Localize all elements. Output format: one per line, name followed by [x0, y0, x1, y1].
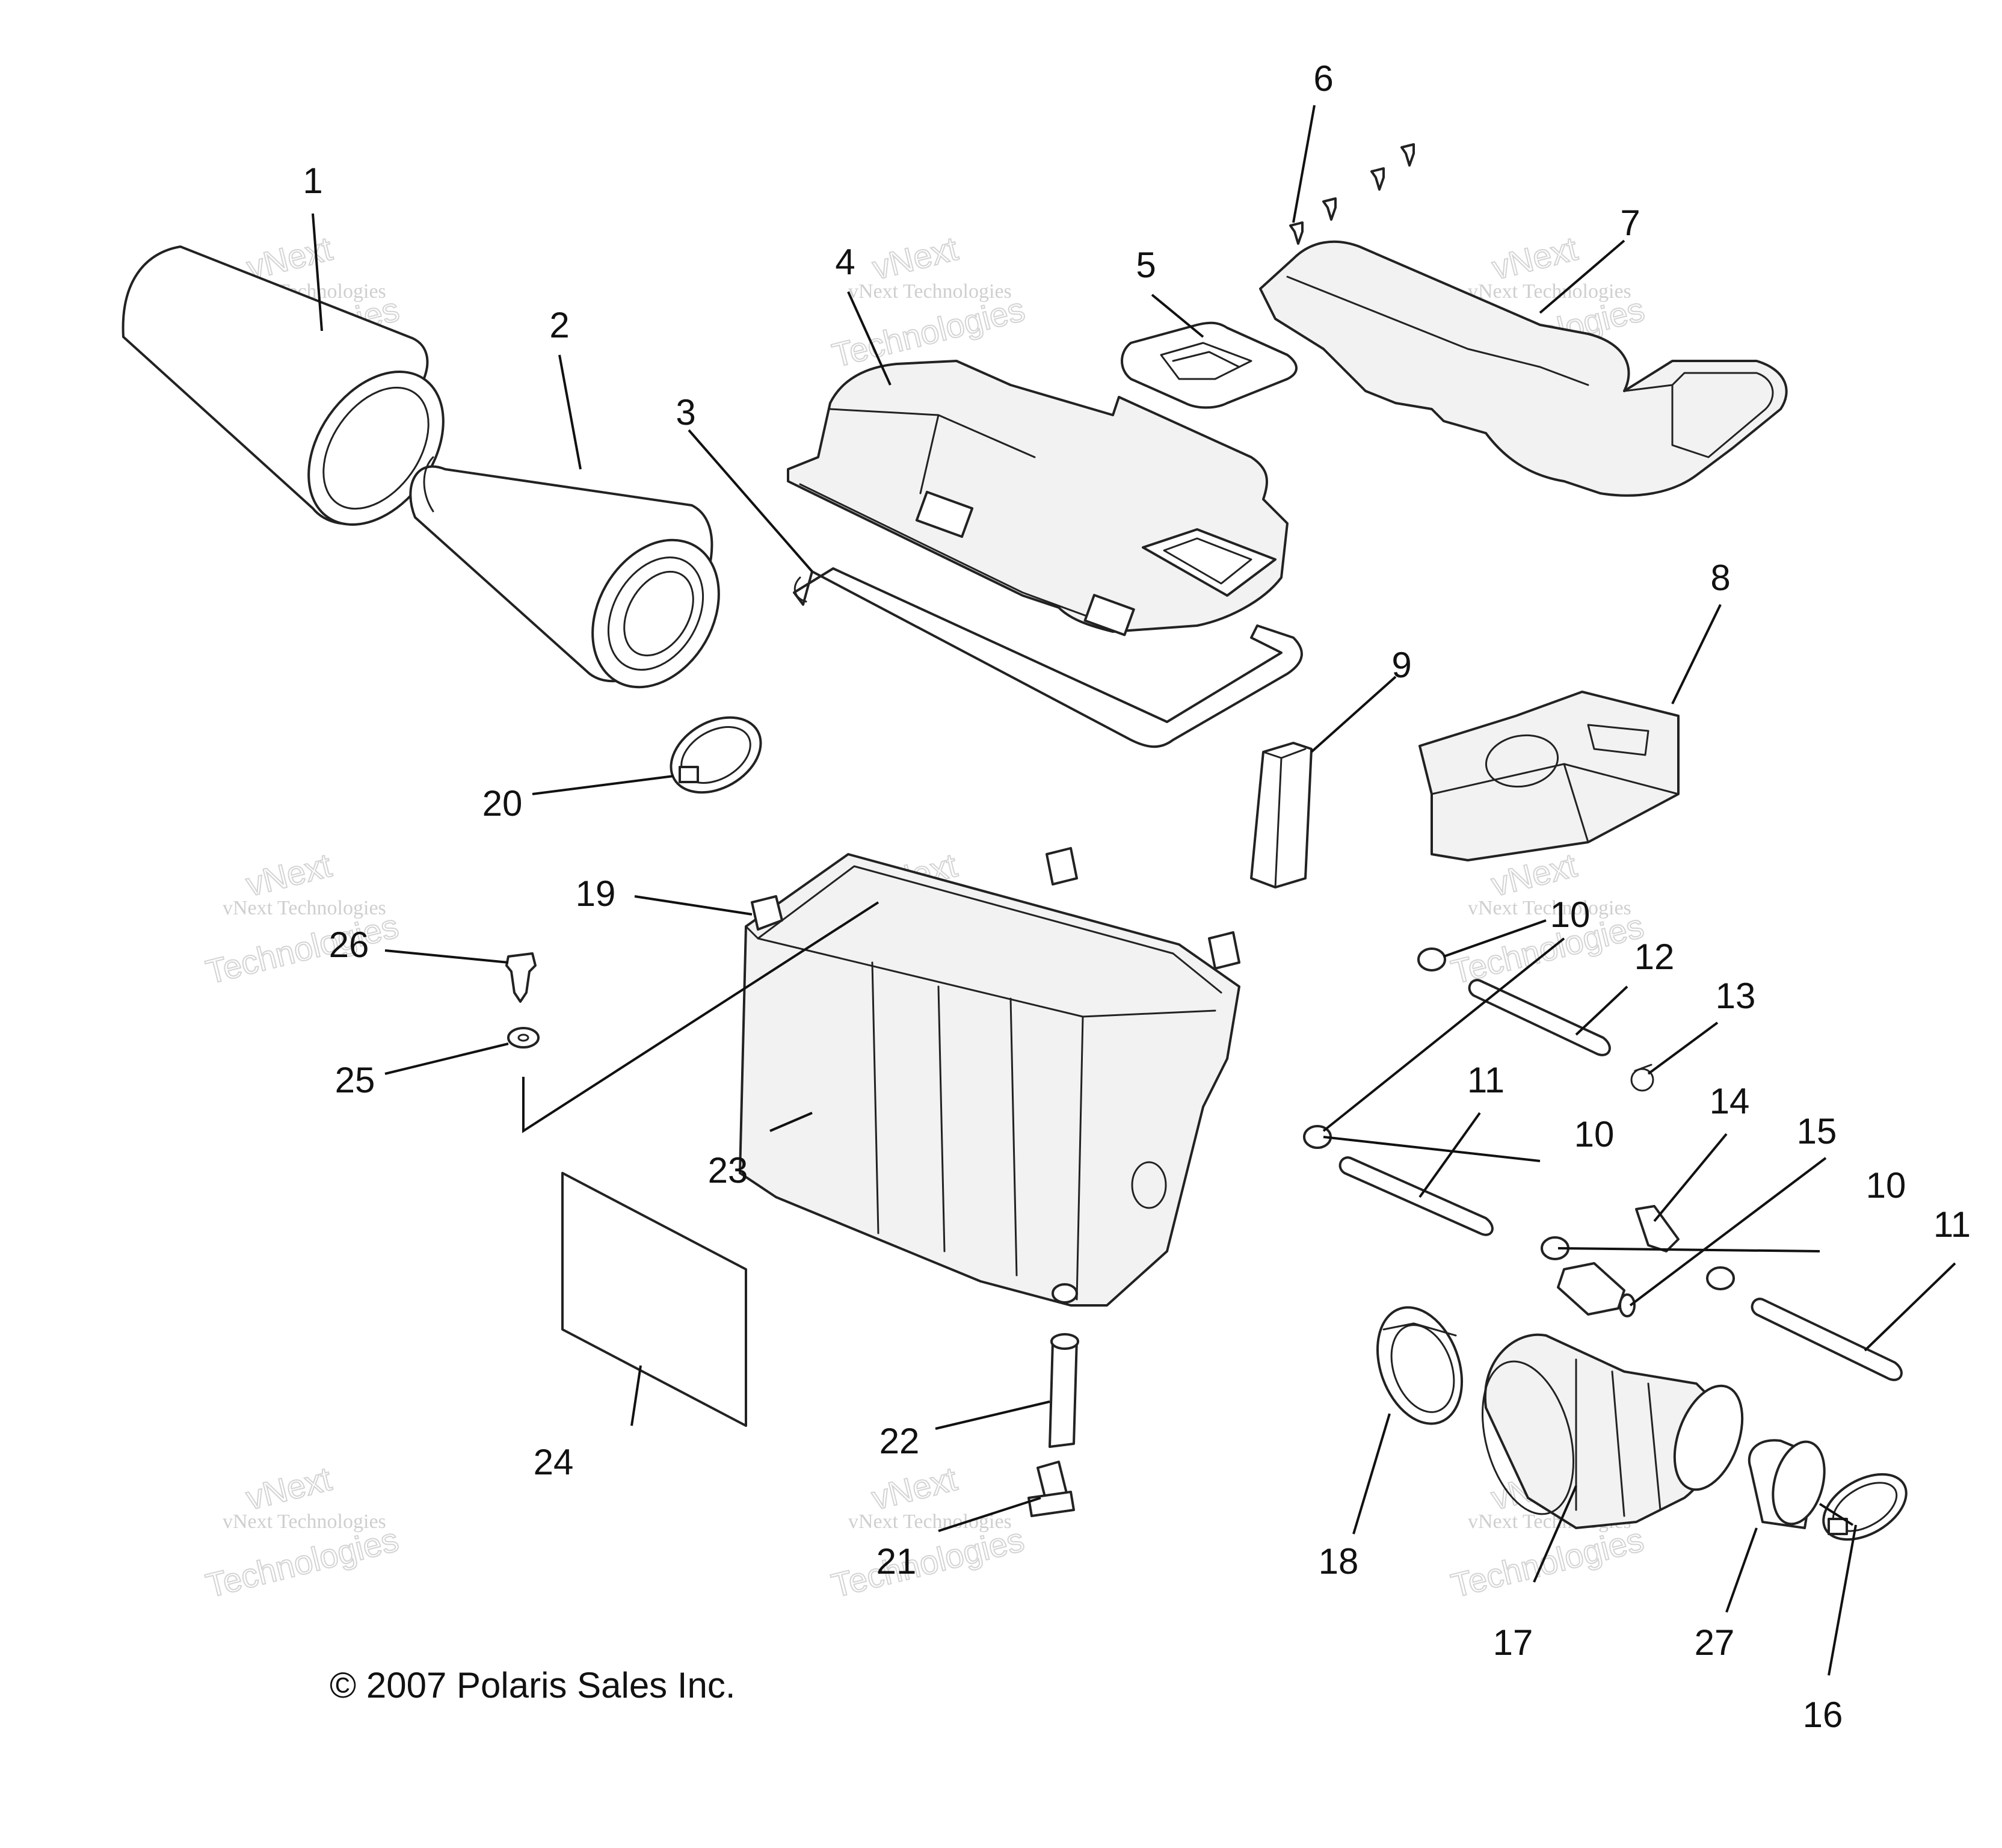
part-20-clamp	[670, 716, 762, 794]
svg-text:Technologies: Technologies	[202, 1520, 402, 1604]
callout-1: 1	[303, 161, 322, 201]
callout-23: 23	[708, 1150, 748, 1190]
watermark-mid-left: Technologies vNext vNext Technologies	[202, 845, 402, 991]
callout-16: 16	[1803, 1695, 1843, 1735]
svg-text:vNext: vNext	[242, 1459, 336, 1517]
svg-text:Technologies: Technologies	[1447, 907, 1647, 991]
svg-text:Technologies: Technologies	[828, 1520, 1027, 1604]
svg-text:vNext: vNext	[242, 846, 336, 904]
part-16-clamp	[1822, 1473, 1908, 1541]
callout-2: 2	[549, 305, 569, 345]
callout-6: 6	[1313, 58, 1333, 99]
svg-text:vNext Technologies: vNext Technologies	[223, 897, 386, 919]
callout-18: 18	[1319, 1541, 1359, 1582]
callout-20: 20	[482, 783, 523, 824]
callout-17: 17	[1493, 1622, 1533, 1663]
part-15-valve	[1557, 1262, 1636, 1317]
part-13-clip	[1630, 1064, 1654, 1092]
callout-10c: 10	[1866, 1165, 1906, 1206]
svg-text:vNext Technologies: vNext Technologies	[1468, 897, 1631, 919]
callout-numbers: 1 2 3 4 5 6 7 8 9 10 10 10 11 11 12 13 1…	[303, 58, 1971, 1735]
part-7-intake-duct	[1259, 240, 1788, 497]
callout-7: 7	[1620, 203, 1640, 243]
callout-12: 12	[1634, 937, 1675, 977]
callout-27: 27	[1695, 1622, 1735, 1663]
part-6-screws	[1289, 143, 1415, 245]
callout-19: 19	[576, 873, 616, 914]
part-5-top-plate	[1121, 321, 1298, 409]
callout-22: 22	[879, 1421, 920, 1461]
svg-text:vNext Technologies: vNext Technologies	[223, 1511, 386, 1533]
callout-26: 26	[329, 925, 369, 965]
part-11-hoses	[1338, 1156, 1903, 1381]
part-18-ring	[1376, 1306, 1464, 1425]
callout-10a: 10	[1550, 895, 1591, 935]
watermark-bottom-center: Technologies vNext vNext Technologies	[827, 1459, 1028, 1605]
svg-text:vNext Technologies: vNext Technologies	[1468, 280, 1631, 303]
part-25-washer	[507, 1027, 540, 1049]
part-26-rivet	[505, 952, 537, 1003]
callout-3: 3	[676, 392, 695, 433]
part-10-clamps	[1303, 947, 1735, 1290]
svg-text:Technologies: Technologies	[1447, 1520, 1647, 1604]
part-3-gasket	[793, 567, 1303, 748]
watermark-top-center: Technologies vNext vNext Technologies	[828, 229, 1029, 375]
part-14-bracket	[1635, 1205, 1680, 1252]
part-27-plug	[1748, 1439, 1826, 1529]
callout-13: 13	[1716, 976, 1756, 1016]
svg-text:vNext Technologies: vNext Technologies	[848, 1511, 1012, 1533]
callout-11a: 11	[1467, 1060, 1505, 1100]
part-23-airbox-base	[739, 847, 1240, 1307]
copyright-text: © 2007 Polaris Sales Inc.	[330, 1665, 736, 1705]
part-4-airbox-cover	[787, 360, 1289, 636]
callout-10b: 10	[1574, 1114, 1615, 1154]
part-21-drain-fitting	[1027, 1461, 1075, 1517]
callout-14: 14	[1710, 1081, 1750, 1121]
callout-5: 5	[1136, 245, 1156, 285]
callout-11b: 11	[1933, 1204, 1971, 1245]
leader-lines	[312, 105, 1956, 1676]
watermark-bottom-left: Technologies vNext vNext Technologies	[202, 1459, 402, 1605]
svg-text:vNext: vNext	[1488, 229, 1582, 287]
callout-15: 15	[1797, 1111, 1837, 1151]
part-17-intake-boot	[1481, 1333, 1744, 1529]
svg-text:vNext Technologies: vNext Technologies	[848, 280, 1012, 303]
callout-8: 8	[1710, 558, 1730, 598]
part-9-foam-strip	[1250, 742, 1313, 889]
callout-25: 25	[335, 1060, 375, 1100]
callout-21: 21	[876, 1541, 917, 1582]
svg-text:vNext: vNext	[868, 1459, 961, 1517]
callout-24: 24	[534, 1442, 574, 1482]
part-22-drain-tube	[1049, 1333, 1079, 1448]
svg-text:vNext: vNext	[869, 229, 962, 287]
part-12-hose	[1468, 979, 1611, 1056]
part-24-label	[561, 1172, 747, 1427]
part-8-foam-block	[1418, 691, 1680, 861]
callout-4: 4	[835, 242, 855, 282]
callout-9: 9	[1391, 645, 1411, 685]
svg-text:Technologies: Technologies	[202, 907, 402, 991]
part-2-filter-element	[409, 456, 720, 689]
part-1-filter-sleeve	[122, 245, 445, 526]
